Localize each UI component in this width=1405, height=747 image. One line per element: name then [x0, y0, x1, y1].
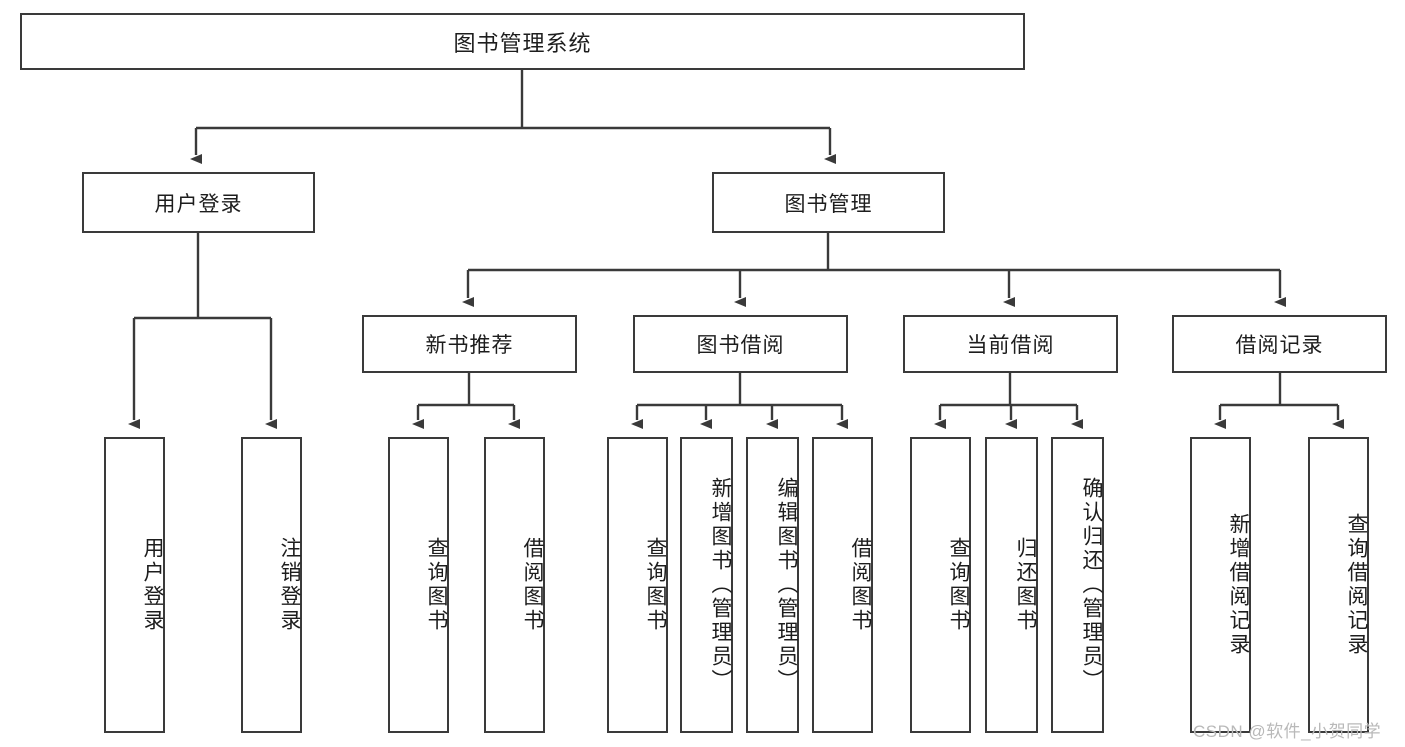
node-leaf-return-book[interactable]: 归还图书 [985, 437, 1038, 733]
node-label: 用户登录 [154, 192, 243, 216]
node-leaf-borrow-book-2[interactable]: 借阅图书 [812, 437, 873, 733]
node-label: 确认归还（管理员） [1080, 477, 1103, 693]
node-label: 图书借阅 [696, 334, 785, 357]
node-leaf-borrow-book-1[interactable]: 借阅图书 [484, 437, 545, 733]
node-leaf-confirm-return[interactable]: 确认归还（管理员） [1051, 437, 1104, 733]
node-leaf-query-book-3[interactable]: 查询图书 [910, 437, 971, 733]
node-leaf-edit-book[interactable]: 编辑图书（管理员） [746, 437, 799, 733]
node-root[interactable]: 图书管理系统 [20, 13, 1025, 70]
node-label: 新增借阅记录 [1227, 513, 1250, 657]
node-user-login[interactable]: 用户登录 [82, 172, 315, 233]
node-leaf-query-book-2[interactable]: 查询图书 [607, 437, 668, 733]
node-leaf-query-record[interactable]: 查询借阅记录 [1308, 437, 1369, 733]
node-label: 借阅记录 [1235, 334, 1324, 357]
node-label: 图书管理系统 [453, 30, 592, 56]
node-label: 注销登录 [278, 537, 301, 633]
node-leaf-add-record[interactable]: 新增借阅记录 [1190, 437, 1251, 733]
node-label: 新增图书（管理员） [709, 477, 732, 693]
node-book-borrow[interactable]: 图书借阅 [633, 315, 848, 373]
node-leaf-query-book-1[interactable]: 查询图书 [388, 437, 449, 733]
node-label: 借阅图书 [849, 537, 872, 633]
node-label: 图书管理 [784, 192, 873, 216]
node-leaf-user-login[interactable]: 用户登录 [104, 437, 165, 733]
node-leaf-logout[interactable]: 注销登录 [241, 437, 302, 733]
node-label: 查询图书 [947, 537, 970, 633]
node-label: 新书推荐 [425, 334, 514, 357]
node-label: 用户登录 [141, 537, 164, 633]
node-new-book-recommend[interactable]: 新书推荐 [362, 315, 577, 373]
node-book-manage[interactable]: 图书管理 [712, 172, 945, 233]
node-label: 借阅图书 [521, 537, 544, 633]
node-label: 查询图书 [425, 537, 448, 633]
node-borrow-record[interactable]: 借阅记录 [1172, 315, 1387, 373]
node-label: 编辑图书（管理员） [775, 477, 798, 693]
csdn-watermark: CSDN @软件_小贺同学 [1193, 722, 1382, 741]
node-label: 查询图书 [644, 537, 667, 633]
node-label: 当前借阅 [966, 334, 1055, 357]
node-leaf-add-book[interactable]: 新增图书（管理员） [680, 437, 733, 733]
node-label: 归还图书 [1014, 537, 1037, 633]
node-label: 查询借阅记录 [1345, 513, 1368, 657]
node-current-borrow[interactable]: 当前借阅 [903, 315, 1118, 373]
